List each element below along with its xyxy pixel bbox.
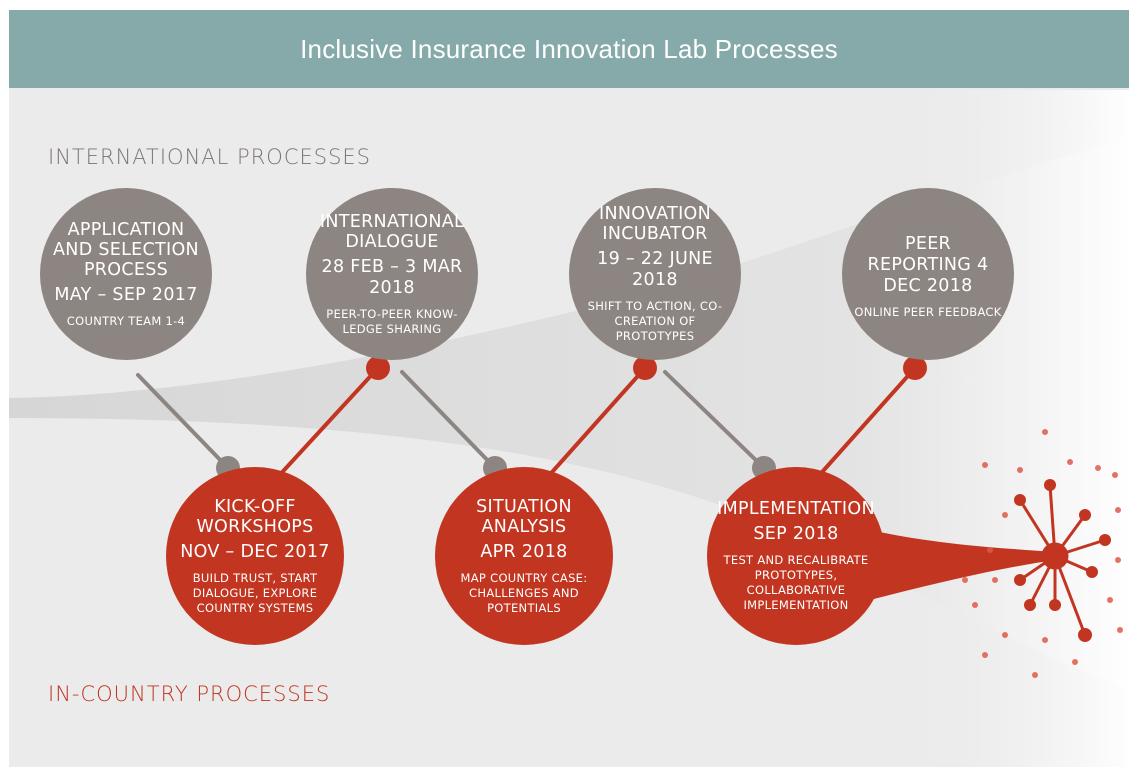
step-description: SHIFT TO ACTION, CO-CREATION OF PROTOTYP…	[587, 299, 723, 343]
step-title: INNOVATION INCUBATOR	[599, 204, 711, 244]
step-description: COUNTRY TEAM 1-4	[66, 313, 186, 328]
step-title: APPLICATION AND SELECTION PROCESS	[53, 219, 199, 280]
step-title: SITUATION ANALYSIS	[476, 496, 572, 537]
step-application-selection: APPLICATION AND SELECTION PROCESS MAY – …	[40, 188, 212, 360]
step-date: APR 2018	[480, 541, 568, 562]
step-date: SEP 2018	[753, 524, 839, 544]
step-description: TEST AND RECALIBRATE PROTOTYPES, COLLABO…	[723, 553, 869, 612]
connector-dialogue-situation	[400, 370, 497, 470]
red-connectors	[273, 366, 917, 482]
implementation-tail	[870, 530, 1055, 600]
burst-graphic	[1014, 479, 1111, 642]
step-innovation-incubator: INNOVATION INCUBATOR 19 – 22 JUNE 2018 S…	[569, 188, 741, 360]
step-implementation: IMPLEMENTATION SEP 2018 TEST AND RECALIB…	[707, 467, 885, 645]
connector-incubator-impl	[663, 370, 766, 470]
step-situation-analysis: SITUATION ANALYSIS APR 2018 MAP COUNTRY …	[435, 467, 613, 645]
step-description: MAP COUNTRY CASE: CHALLENGES AND POTENTI…	[460, 570, 588, 615]
step-date: 19 – 22 JUNE 2018	[597, 249, 713, 290]
step-peer-reporting: PEER REPORTING 4 DEC 2018 ONLINE PEER FE…	[842, 188, 1014, 360]
step-description: ONLINE PEER FEEDBACK	[854, 304, 1002, 319]
connector-kickoff-dialogue	[273, 366, 380, 482]
step-date: NOV – DEC 2017	[180, 541, 330, 562]
header-title: Inclusive Insurance Innovation Lab Proce…	[9, 10, 1129, 88]
dot-dialogue	[366, 356, 390, 380]
red-connector-dots	[366, 356, 927, 380]
step-international-dialogue: INTERNATIONAL DIALOGUE 28 FEB – 3 MAR 20…	[306, 188, 478, 360]
step-description: PEER-TO-PEER KNOW-LEDGE SHARING	[326, 306, 458, 336]
step-title: INTERNATIONAL DIALOGUE	[319, 211, 465, 252]
gray-connectors	[136, 370, 766, 470]
connector-app-kickoff	[136, 373, 230, 470]
step-date: 28 FEB – 3 MAR 2018	[321, 256, 463, 298]
connector-situation-incubator	[543, 366, 647, 482]
step-date: PEER REPORTING 4 DEC 2018	[867, 233, 989, 296]
step-title: KICK-OFF WORKSHOPS	[196, 496, 314, 537]
burst-particles	[962, 429, 1123, 678]
connector-impl-peer	[813, 366, 917, 482]
in-country-processes-label: IN-COUNTRY PROCESSES	[48, 682, 331, 706]
step-title: IMPLEMENTATION	[717, 499, 875, 519]
international-processes-label: INTERNATIONAL PROCESSES	[48, 145, 372, 169]
step-description: BUILD TRUST, START DIALOGUE, EXPLORE COU…	[192, 570, 318, 615]
dot-peer	[903, 356, 927, 380]
dot-incubator	[633, 356, 657, 380]
step-kick-off-workshops: KICK-OFF WORKSHOPS NOV – DEC 2017 BUILD …	[166, 467, 344, 645]
step-date: MAY – SEP 2017	[54, 284, 198, 305]
